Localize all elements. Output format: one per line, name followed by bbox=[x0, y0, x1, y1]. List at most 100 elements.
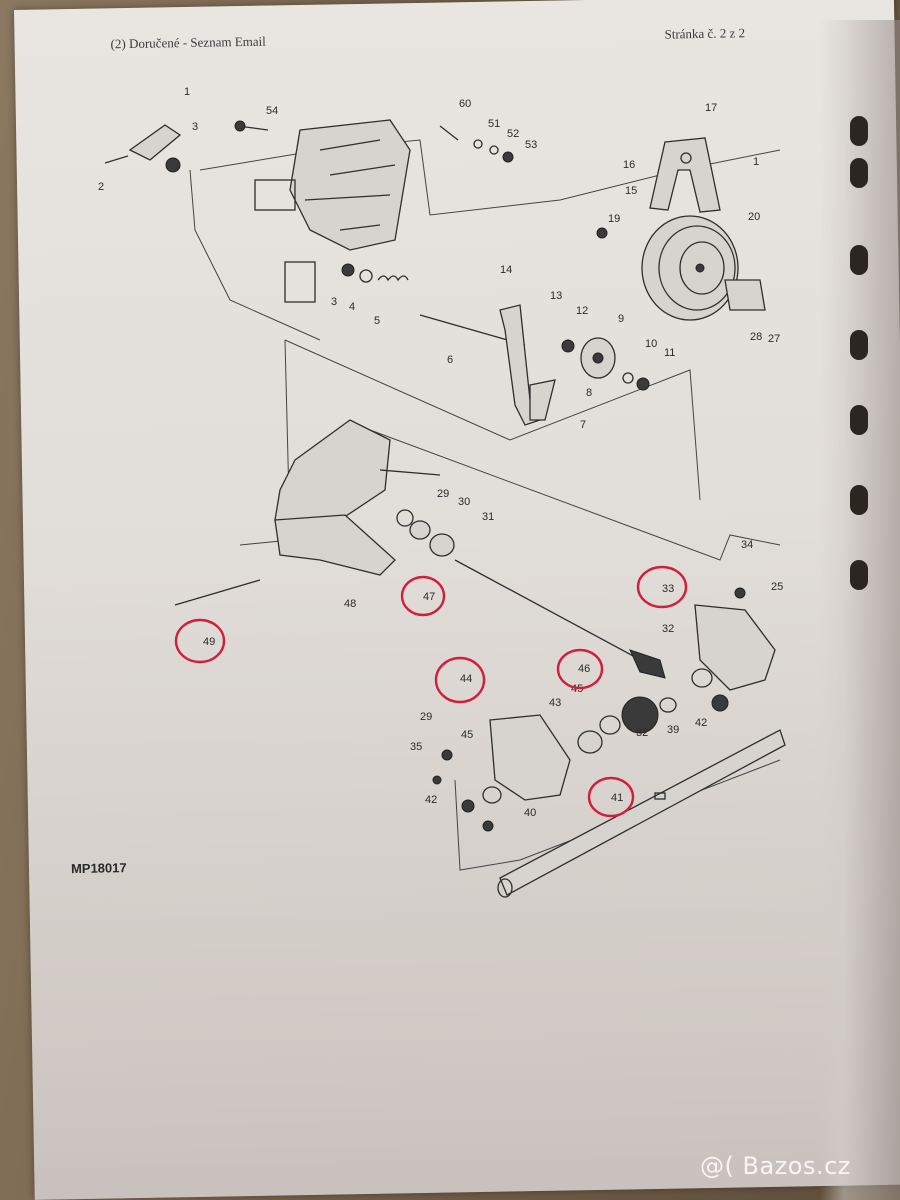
belt-guide bbox=[649, 137, 721, 213]
diagram-frame bbox=[189, 169, 321, 341]
bushing-part bbox=[409, 520, 431, 540]
part-label: 30 bbox=[458, 496, 470, 508]
part-label: 48 bbox=[344, 598, 356, 610]
nut-part bbox=[636, 377, 650, 391]
part-label: 49 bbox=[203, 636, 215, 648]
pin-part bbox=[439, 125, 459, 141]
pulley bbox=[641, 215, 739, 321]
hub-part bbox=[724, 279, 766, 311]
washer-part bbox=[482, 786, 502, 804]
auger-tube bbox=[499, 729, 786, 896]
washer-part bbox=[599, 715, 621, 735]
part-label: 29 bbox=[420, 711, 432, 723]
part-label: 8 bbox=[586, 387, 592, 399]
sheet-protector-edge bbox=[820, 20, 900, 1200]
part-label: 25 bbox=[771, 581, 783, 593]
bolt-part bbox=[104, 155, 129, 164]
upper-housing bbox=[254, 119, 411, 303]
binder-hole bbox=[850, 485, 868, 515]
nut-part bbox=[482, 820, 494, 832]
part-label: 60 bbox=[459, 98, 471, 110]
part-label: 52 bbox=[507, 128, 519, 140]
part-label: 29 bbox=[437, 488, 449, 500]
gearbox-half bbox=[489, 714, 571, 801]
binder-hole bbox=[850, 560, 868, 590]
circled-highlights bbox=[174, 565, 688, 818]
part-label: 3 bbox=[192, 121, 198, 133]
washer-part bbox=[489, 145, 499, 155]
binder-hole bbox=[850, 116, 868, 146]
bolt-head bbox=[432, 775, 442, 785]
part-label: 53 bbox=[525, 139, 537, 151]
bolt-head bbox=[234, 120, 246, 132]
nut-part bbox=[596, 227, 608, 239]
nut-part bbox=[461, 799, 475, 813]
part-label: 51 bbox=[488, 118, 500, 130]
part-label: 14 bbox=[500, 264, 512, 276]
spacer-part bbox=[561, 339, 575, 353]
diagram-frame bbox=[454, 779, 521, 871]
binder-hole bbox=[850, 245, 868, 275]
bushing-part bbox=[429, 533, 455, 557]
part-label: 45 bbox=[461, 729, 473, 741]
lever-part bbox=[499, 304, 541, 426]
part-label: 42 bbox=[425, 794, 437, 806]
auger-tube-end bbox=[497, 878, 513, 898]
part-label: 32 bbox=[662, 623, 674, 635]
diagram-frame bbox=[284, 339, 701, 501]
spring-part bbox=[377, 275, 409, 282]
part-label: 9 bbox=[618, 313, 624, 325]
pin-part bbox=[174, 579, 261, 606]
worm-gear bbox=[629, 649, 666, 679]
part-label: 46 bbox=[578, 663, 590, 675]
bolt-head bbox=[441, 749, 453, 761]
part-label: 34 bbox=[741, 539, 753, 551]
part-label: 42 bbox=[695, 717, 707, 729]
bracket-part bbox=[128, 124, 182, 161]
part-label: 15 bbox=[625, 185, 637, 197]
gear-part bbox=[621, 696, 659, 734]
highlight-circle-33 bbox=[636, 565, 688, 609]
nut-part bbox=[165, 157, 181, 173]
washer-part bbox=[659, 697, 677, 713]
nut-part bbox=[341, 263, 355, 277]
part-label: 3 bbox=[331, 296, 337, 308]
highlight-circle-40 bbox=[587, 776, 635, 818]
diagram-frame bbox=[369, 429, 781, 561]
washer-part bbox=[622, 372, 634, 384]
part-label: 10 bbox=[645, 338, 657, 350]
part-label: 12 bbox=[576, 305, 588, 317]
part-label: 1 bbox=[184, 86, 190, 98]
nut-part bbox=[502, 151, 514, 163]
part-label: 32 bbox=[636, 727, 648, 739]
gearbox-half bbox=[694, 604, 776, 691]
washer-part bbox=[359, 269, 373, 283]
belt-guide-hole bbox=[680, 152, 692, 164]
part-label: 4 bbox=[349, 301, 355, 313]
part-label: 44 bbox=[460, 673, 472, 685]
part-label: 20 bbox=[748, 211, 760, 223]
site-watermark: @( Bazos.cz bbox=[700, 1152, 851, 1180]
part-label: 43 bbox=[549, 697, 561, 709]
part-label: 47 bbox=[423, 591, 435, 603]
part-label: 11 bbox=[664, 347, 675, 359]
idler-hub bbox=[592, 352, 604, 364]
part-label: 5 bbox=[374, 315, 380, 327]
washer-part bbox=[691, 668, 713, 688]
binder-hole bbox=[850, 158, 868, 188]
bushing-part bbox=[577, 730, 603, 754]
part-label: 27 bbox=[768, 333, 780, 345]
part-label: 17 bbox=[705, 102, 717, 114]
part-label: 19 bbox=[608, 213, 620, 225]
part-label: 31 bbox=[482, 511, 494, 523]
highlight-circle-47 bbox=[400, 575, 446, 617]
key-part bbox=[654, 792, 666, 800]
bolt-head bbox=[734, 587, 746, 599]
binder-hole bbox=[850, 405, 868, 435]
part-label: 28 bbox=[750, 331, 762, 343]
pad-part bbox=[529, 379, 556, 421]
binder-hole bbox=[850, 330, 868, 360]
highlight-circle-49 bbox=[174, 618, 226, 664]
